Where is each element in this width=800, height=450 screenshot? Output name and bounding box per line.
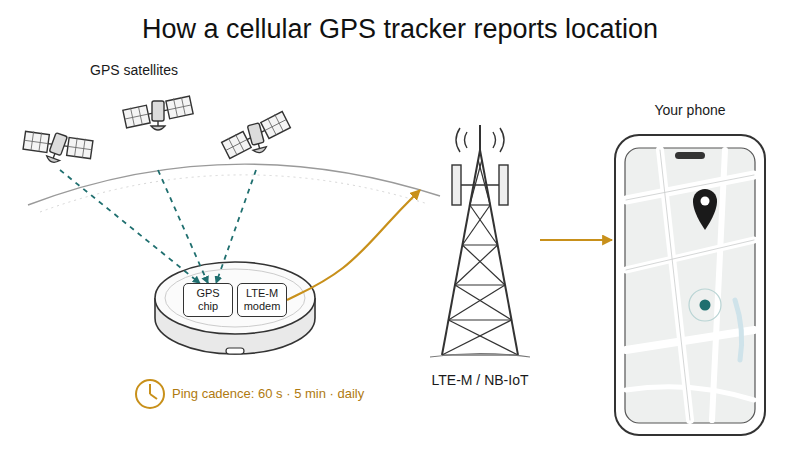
phone xyxy=(675,152,705,159)
component-box: GPS chip xyxy=(183,283,233,316)
tower-brace xyxy=(448,320,518,355)
cell-tower xyxy=(456,128,460,152)
phone xyxy=(615,135,765,435)
signal-connector xyxy=(158,170,208,283)
phone xyxy=(693,189,717,230)
satellite-group: GPS satellites xyxy=(20,58,305,170)
component-name: GPS chip xyxy=(188,287,228,312)
satellite-icon xyxy=(19,118,97,174)
signal-connector xyxy=(60,170,200,283)
cell-tower xyxy=(430,125,530,357)
map-roads xyxy=(712,150,725,420)
signal-connector xyxy=(287,190,420,300)
phone xyxy=(615,135,765,435)
tower-brace xyxy=(462,245,505,285)
phone xyxy=(689,289,721,321)
satellite-icon xyxy=(123,96,193,130)
satellite-icon xyxy=(218,111,295,162)
node-heading: Your phone xyxy=(654,102,725,118)
cell-tower xyxy=(452,165,461,205)
tower-brace xyxy=(448,285,505,320)
phone xyxy=(701,197,710,206)
cell-tower-node: LTE-M / NB-IoT xyxy=(420,120,540,390)
cell-tower xyxy=(499,165,508,205)
tracker-puck xyxy=(155,262,315,354)
clock-icon xyxy=(136,380,164,408)
tower-brace xyxy=(462,205,490,245)
map-roads xyxy=(626,330,754,350)
tower-brace xyxy=(470,204,490,205)
clock-icon xyxy=(149,384,151,394)
phone-node: Your phone xyxy=(612,98,768,440)
node-heading: GPS satellites xyxy=(90,62,178,78)
clock-icon xyxy=(150,394,157,399)
tower-brace xyxy=(455,245,498,285)
title: How a cellular GPS tracker reports locat… xyxy=(0,14,800,45)
component-box: LTE-M modem xyxy=(237,283,287,316)
phone xyxy=(700,300,711,311)
tower-brace xyxy=(455,284,505,285)
signal-connector xyxy=(540,239,612,241)
tracker-puck xyxy=(165,269,305,327)
tower-brace xyxy=(442,320,512,355)
cell-tower xyxy=(480,150,518,355)
earth-horizon xyxy=(28,164,440,205)
cell-tower xyxy=(461,184,499,185)
cell-tower xyxy=(465,132,468,148)
cell-tower xyxy=(430,354,530,358)
cell-tower xyxy=(500,128,504,152)
earth-horizon xyxy=(28,164,440,212)
cell-tower xyxy=(442,160,518,355)
signal-connector xyxy=(216,170,256,283)
node-heading: LTE-M / NB-IoT xyxy=(432,372,529,388)
cell-tower xyxy=(442,150,480,355)
map-roads xyxy=(626,150,754,420)
map-roads xyxy=(735,300,742,360)
tower-brace xyxy=(462,244,497,245)
component-name: LTE-M modem xyxy=(242,287,282,312)
tower-brace xyxy=(455,285,512,320)
phone xyxy=(625,148,755,423)
tower-brace xyxy=(470,205,498,245)
map-roads xyxy=(626,150,754,420)
cell-tower xyxy=(479,125,481,152)
ping-cadence-note: Ping cadence: 60 s · 5 min · daily xyxy=(172,386,364,401)
tower-brace xyxy=(470,160,482,205)
tower-brace xyxy=(448,319,511,320)
earth-horizon xyxy=(40,175,428,212)
cell-tower xyxy=(493,132,496,148)
clock-icon xyxy=(136,380,164,408)
map-roads xyxy=(626,387,754,400)
tracker-puck xyxy=(226,348,244,354)
